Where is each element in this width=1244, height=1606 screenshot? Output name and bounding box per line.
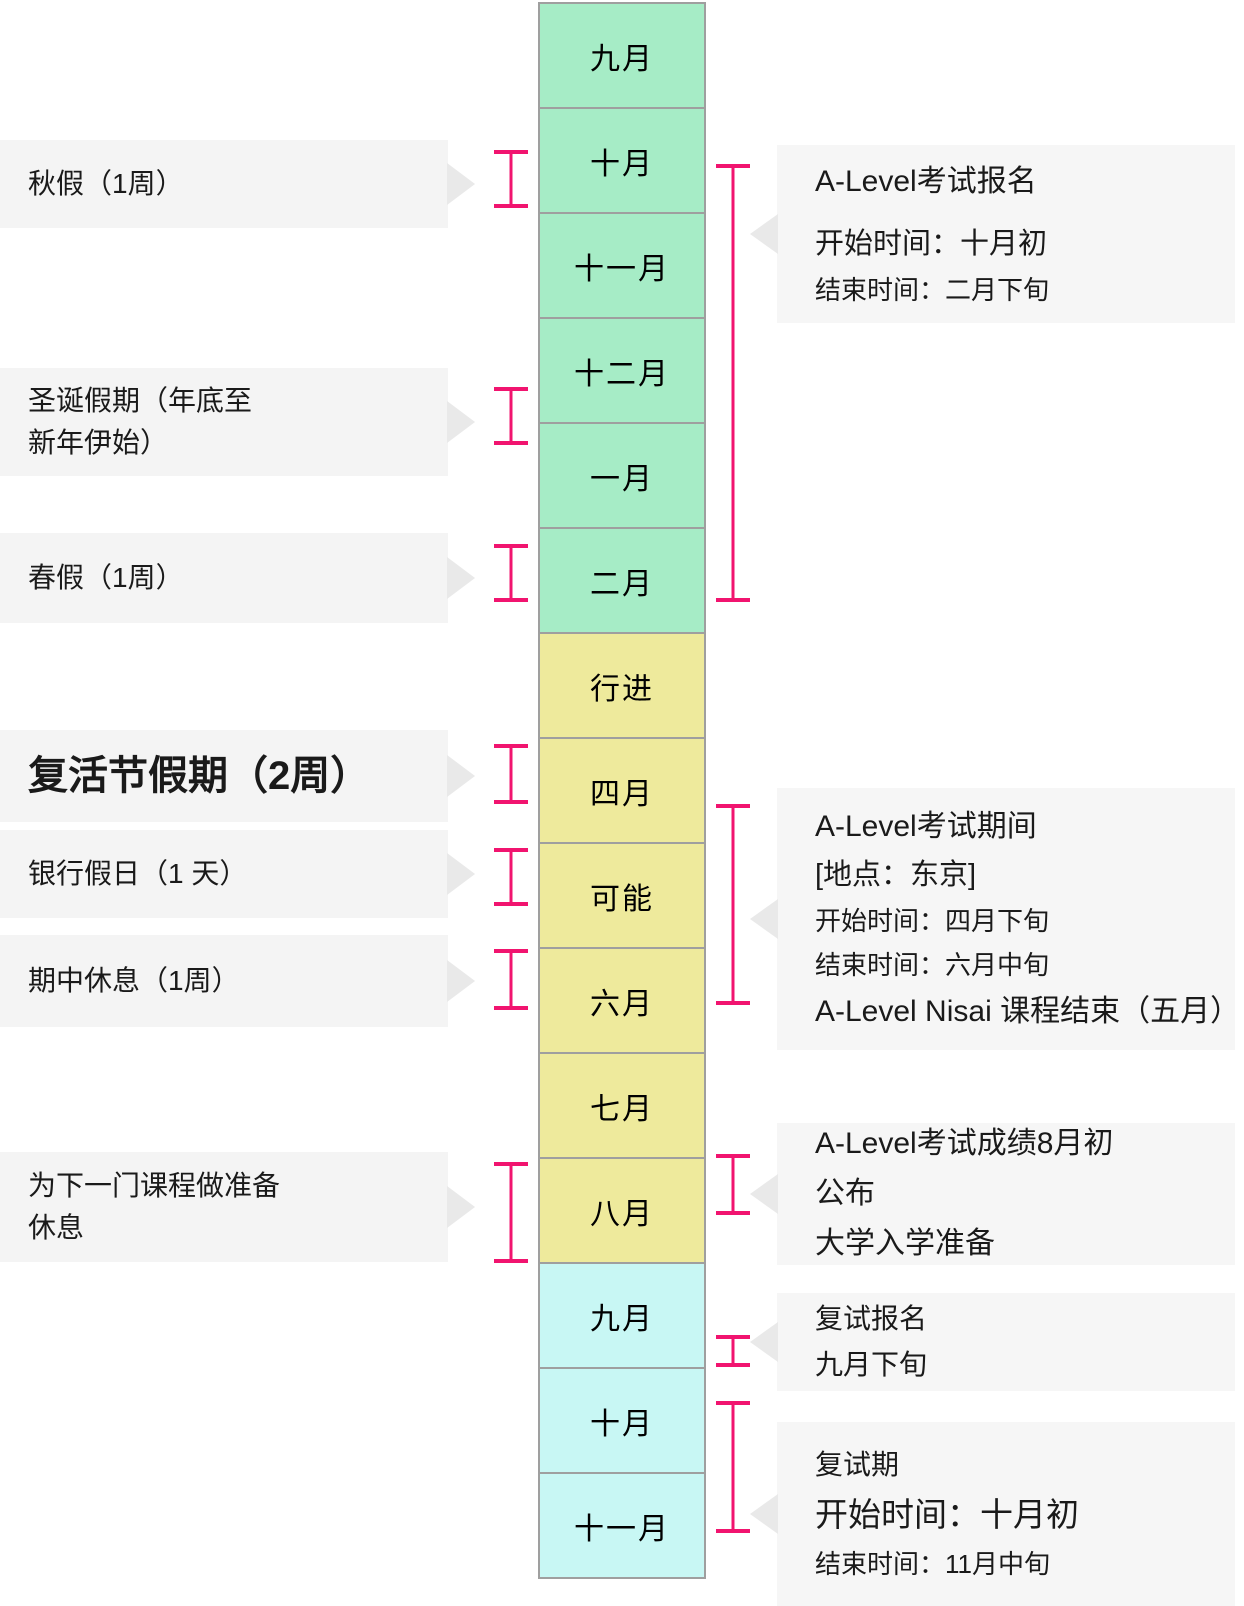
range-bracket-bank-holiday: [494, 848, 528, 906]
range-bracket-easter-break: [494, 744, 528, 804]
annotation-text: 开始时间：十月初: [815, 227, 1048, 260]
annotation-half-term-break: 期中休息（1周）: [0, 935, 475, 1027]
range-bracket-christmas-break: [494, 387, 528, 445]
annotation-christmas-break: 圣诞假期（年底至 新年伊始）: [0, 368, 475, 476]
month-cell: 七月: [540, 1054, 704, 1157]
annotation-text: 九月下旬: [815, 1349, 928, 1380]
annotation-title: A-Level考试报名: [815, 164, 1037, 198]
month-label: 十月: [590, 1407, 654, 1441]
annotation-text: 结束时间：二月下旬: [815, 274, 1050, 305]
month-label: 九月: [590, 1302, 654, 1336]
annotation-autumn-break: 秋假（1周）: [0, 140, 475, 228]
range-bracket-exam-registration: [716, 164, 750, 602]
annotation-text: 圣诞假期（年底至: [28, 385, 253, 416]
annotation-rest-before-next-course: 为下一门课程做准备 休息: [0, 1152, 475, 1262]
range-bracket-exam-period: [716, 804, 750, 1005]
arrow-left-icon: [750, 1494, 778, 1534]
month-cell: 九月: [540, 1264, 704, 1367]
annotation-text: 银行假日（1 天）: [28, 858, 248, 889]
month-cell: 行进: [540, 634, 704, 737]
month-label: 七月: [590, 1092, 654, 1126]
annotation-retake-registration: 复试报名 九月下旬: [750, 1293, 1235, 1391]
month-label: 十一月: [574, 1512, 670, 1546]
month-cell: 十二月: [540, 319, 704, 422]
month-label: 二月: [590, 567, 654, 601]
annotation-text: 大学入学准备: [815, 1227, 995, 1260]
annotation-text: 开始时间：四月下旬: [815, 905, 1050, 936]
annotation-text: 休息: [28, 1212, 85, 1243]
arrow-left-icon: [750, 214, 778, 254]
arrow-right-icon: [447, 755, 475, 797]
annotation-easter-break: 复活节假期（2周）: [0, 730, 475, 822]
arrow-right-icon: [447, 557, 475, 599]
annotation-title: 复试报名: [815, 1303, 928, 1334]
month-cell: 十月: [540, 109, 704, 212]
month-label: 可能: [590, 882, 654, 916]
month-cell: 九月: [540, 4, 704, 107]
annotation-retake-period: 复试期 开始时间：十月初 结束时间：11月中旬: [750, 1422, 1235, 1606]
month-label: 十月: [590, 147, 654, 181]
annotation-text: [地点：东京]: [815, 858, 977, 891]
month-label: 一月: [590, 462, 654, 496]
annotation-text: 为下一门课程做准备: [28, 1170, 281, 1201]
annotation-text: 结束时间：六月中旬: [815, 949, 1050, 980]
annotation-text: 公布: [815, 1177, 875, 1210]
month-cell: 十一月: [540, 214, 704, 317]
annotation-text: 秋假（1周）: [28, 168, 184, 199]
month-cell: 四月: [540, 739, 704, 842]
month-label: 六月: [590, 987, 654, 1021]
month-label: 十二月: [574, 357, 670, 391]
range-bracket-exam-results: [716, 1154, 750, 1215]
annotation-title: 复试期: [815, 1449, 900, 1480]
range-bracket-spring-break: [494, 544, 528, 602]
month-cell: 八月: [540, 1159, 704, 1262]
arrow-right-icon: [447, 853, 475, 895]
annotation-text: 期中休息（1周）: [28, 965, 240, 996]
annotation-text: 开始时间：十月初: [815, 1496, 1079, 1533]
month-cell: 六月: [540, 949, 704, 1052]
month-label: 行进: [590, 672, 654, 706]
annotation-alevel-exam-period: A-Level考试期间 [地点：东京] 开始时间：四月下旬 结束时间：六月中旬 …: [750, 788, 1241, 1050]
range-bracket-retake-period: [716, 1401, 750, 1533]
annotation-alevel-exam-results: A-Level考试成绩8月初 公布 大学入学准备: [750, 1123, 1235, 1265]
month-cell: 一月: [540, 424, 704, 527]
annotation-alevel-exam-registration: A-Level考试报名 开始时间：十月初 结束时间：二月下旬: [750, 145, 1235, 323]
arrow-right-icon: [447, 163, 475, 205]
range-bracket-retake-registration: [716, 1335, 750, 1367]
annotation-text: 复活节假期（2周）: [28, 754, 371, 798]
range-bracket-rest-before-next-course: [494, 1162, 528, 1263]
range-bracket-half-term-break: [494, 949, 528, 1010]
range-bracket-autumn-break: [494, 150, 528, 208]
month-cell: 十一月: [540, 1474, 704, 1577]
arrow-right-icon: [447, 401, 475, 443]
month-label: 九月: [590, 42, 654, 76]
annotation-title: A-Level考试期间: [815, 809, 1037, 843]
month-cell: 十月: [540, 1369, 704, 1472]
month-cell: 可能: [540, 844, 704, 947]
arrow-left-icon: [750, 1322, 778, 1362]
month-label: 四月: [590, 777, 654, 811]
annotation-bank-holiday: 银行假日（1 天）: [0, 830, 475, 918]
annotation-text: 新年伊始）: [28, 427, 169, 458]
month-column: 九月 十月 十一月 十二月 一月 二月 行进 四月 可能 六月 七月 八月 九月…: [538, 2, 706, 1579]
arrow-right-icon: [447, 960, 475, 1002]
arrow-left-icon: [750, 899, 778, 939]
annotation-text: A-Level Nisai 课程结束（五月）: [815, 994, 1241, 1028]
annotation-spring-break: 春假（1周）: [0, 533, 475, 623]
month-label: 十一月: [574, 252, 670, 286]
annotation-title: A-Level考试成绩8月初: [815, 1127, 1114, 1160]
month-label: 八月: [590, 1197, 654, 1231]
arrow-right-icon: [447, 1186, 475, 1228]
annotation-text: 春假（1周）: [28, 562, 184, 593]
arrow-left-icon: [750, 1174, 778, 1214]
annotation-text: 结束时间：11月中旬: [815, 1549, 1050, 1579]
month-cell: 二月: [540, 529, 704, 632]
